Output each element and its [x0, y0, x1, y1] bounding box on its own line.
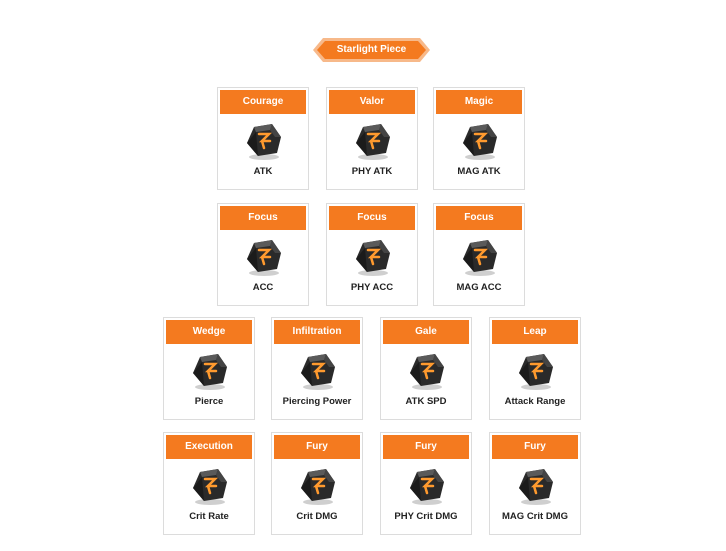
card-header: Valor — [329, 90, 415, 114]
card-label: ATK SPD — [405, 396, 447, 407]
rune-stone-icon — [463, 240, 497, 276]
rune-stone-icon — [301, 354, 335, 390]
banner-shape — [313, 38, 430, 62]
rune-card-crit-dmg[interactable]: Fury Crit DMG — [271, 432, 363, 535]
rune-stone-icon — [247, 124, 281, 160]
rune-stone-icon — [356, 124, 390, 160]
card-header: Focus — [436, 206, 522, 230]
rune-card-attack-range[interactable]: Leap Attack Range — [489, 317, 581, 420]
card-header: Focus — [220, 206, 306, 230]
rune-stone-icon — [301, 469, 335, 505]
card-header: Magic — [436, 90, 522, 114]
card-header: Execution — [166, 435, 252, 459]
card-header: Gale — [383, 320, 469, 344]
card-header: Fury — [383, 435, 469, 459]
rune-card-atk-spd[interactable]: Gale ATK SPD — [380, 317, 472, 420]
rune-card-acc[interactable]: Focus ACC — [217, 203, 309, 306]
card-label: MAG ATK — [457, 166, 501, 177]
card-header: Focus — [329, 206, 415, 230]
rune-card-mag-crit-dmg[interactable]: Fury MAG Crit DMG — [489, 432, 581, 535]
card-header: Wedge — [166, 320, 252, 344]
rune-stone-icon — [410, 354, 444, 390]
rune-stone-icon — [193, 354, 227, 390]
rune-card-piercing-power[interactable]: Infiltration Piercing Power — [271, 317, 363, 420]
card-label: PHY ACC — [350, 282, 394, 293]
card-label: Crit DMG — [296, 511, 338, 522]
card-label: ACC — [252, 282, 274, 293]
card-label: Crit Rate — [189, 511, 229, 522]
rune-card-phy-crit-dmg[interactable]: Fury PHY Crit DMG — [380, 432, 472, 535]
rune-stone-icon — [356, 240, 390, 276]
card-label: MAG Crit DMG — [502, 511, 568, 522]
rune-stone-icon — [410, 469, 444, 505]
card-label: Pierce — [194, 396, 224, 407]
card-label: ATK — [253, 166, 273, 177]
card-label: Attack Range — [504, 396, 566, 407]
rune-stone-icon — [463, 124, 497, 160]
rune-stone-icon — [247, 240, 281, 276]
card-label: PHY Crit DMG — [394, 511, 458, 522]
card-header: Fury — [274, 435, 360, 459]
title-banner: Starlight Piece — [313, 38, 430, 62]
card-header: Courage — [220, 90, 306, 114]
rune-card-pierce[interactable]: Wedge Pierce — [163, 317, 255, 420]
card-header: Leap — [492, 320, 578, 344]
card-label: MAG ACC — [456, 282, 502, 293]
card-label: Piercing Power — [282, 396, 352, 407]
rune-card-mag-acc[interactable]: Focus MAG ACC — [433, 203, 525, 306]
rune-card-mag-atk[interactable]: Magic MAG ATK — [433, 87, 525, 190]
rune-card-phy-acc[interactable]: Focus PHY ACC — [326, 203, 418, 306]
rune-stone-icon — [193, 469, 227, 505]
card-header: Fury — [492, 435, 578, 459]
rune-card-crit-rate[interactable]: Execution Crit Rate — [163, 432, 255, 535]
rune-card-atk[interactable]: Courage ATK — [217, 87, 309, 190]
page-title: Starlight Piece — [336, 44, 407, 55]
rune-stone-icon — [519, 469, 553, 505]
card-header: Infiltration — [274, 320, 360, 344]
card-label: PHY ATK — [351, 166, 393, 177]
rune-card-phy-atk[interactable]: Valor PHY ATK — [326, 87, 418, 190]
rune-stone-icon — [519, 354, 553, 390]
